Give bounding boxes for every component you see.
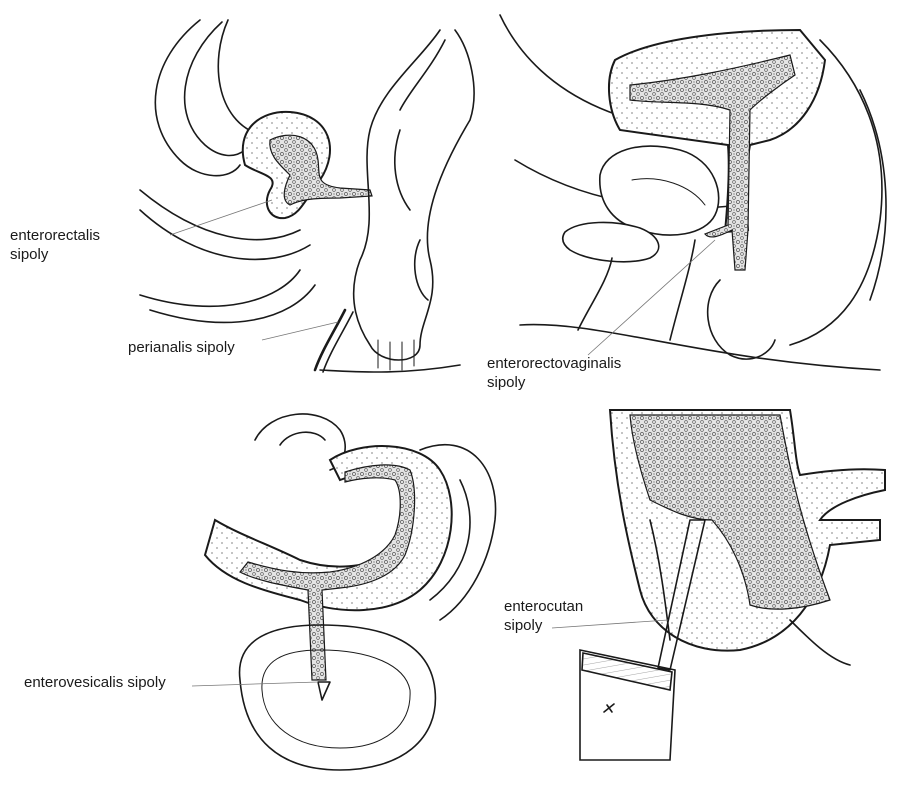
perianal-tract [313, 308, 347, 372]
bladder [238, 624, 437, 771]
fistula-tract-2 [629, 54, 796, 271]
panel-enterovesical [191, 413, 497, 771]
label-perianalis: perianalis sipoly [128, 339, 235, 356]
label-enterorectalis: enterorectalis sipoly [10, 226, 100, 264]
label-enterorectovaginalis: enterorectovaginalis sipoly [487, 354, 621, 392]
label-enterorectovaginalis-line2: sipoly [487, 374, 526, 391]
uterus [599, 145, 720, 236]
label-enterorectalis-line1: enterorectalis [10, 227, 101, 244]
panel-enterocutan [551, 409, 886, 761]
label-enterovesicalis: enterovesicalis sipoly [24, 674, 166, 691]
panel-enterorectal [139, 19, 475, 373]
label-enterocutan-line2: sipoly [504, 617, 543, 634]
fistula-tract-3 [239, 464, 416, 681]
label-enterocutan-line1: enterocutan [504, 598, 584, 615]
label-enterorectalis-line2: sipoly [10, 246, 49, 263]
rectum [352, 29, 475, 371]
ovary [561, 221, 660, 263]
panel-enterorectovaginal [499, 14, 887, 371]
small-bowel-loops [139, 19, 316, 324]
bowel-mass [629, 414, 831, 610]
label-enterorectovaginalis-line1: enterorectovaginalis [487, 355, 622, 372]
fistula-tract-1 [269, 134, 373, 206]
label-enterocutan: enterocutan sipoly [504, 597, 583, 635]
